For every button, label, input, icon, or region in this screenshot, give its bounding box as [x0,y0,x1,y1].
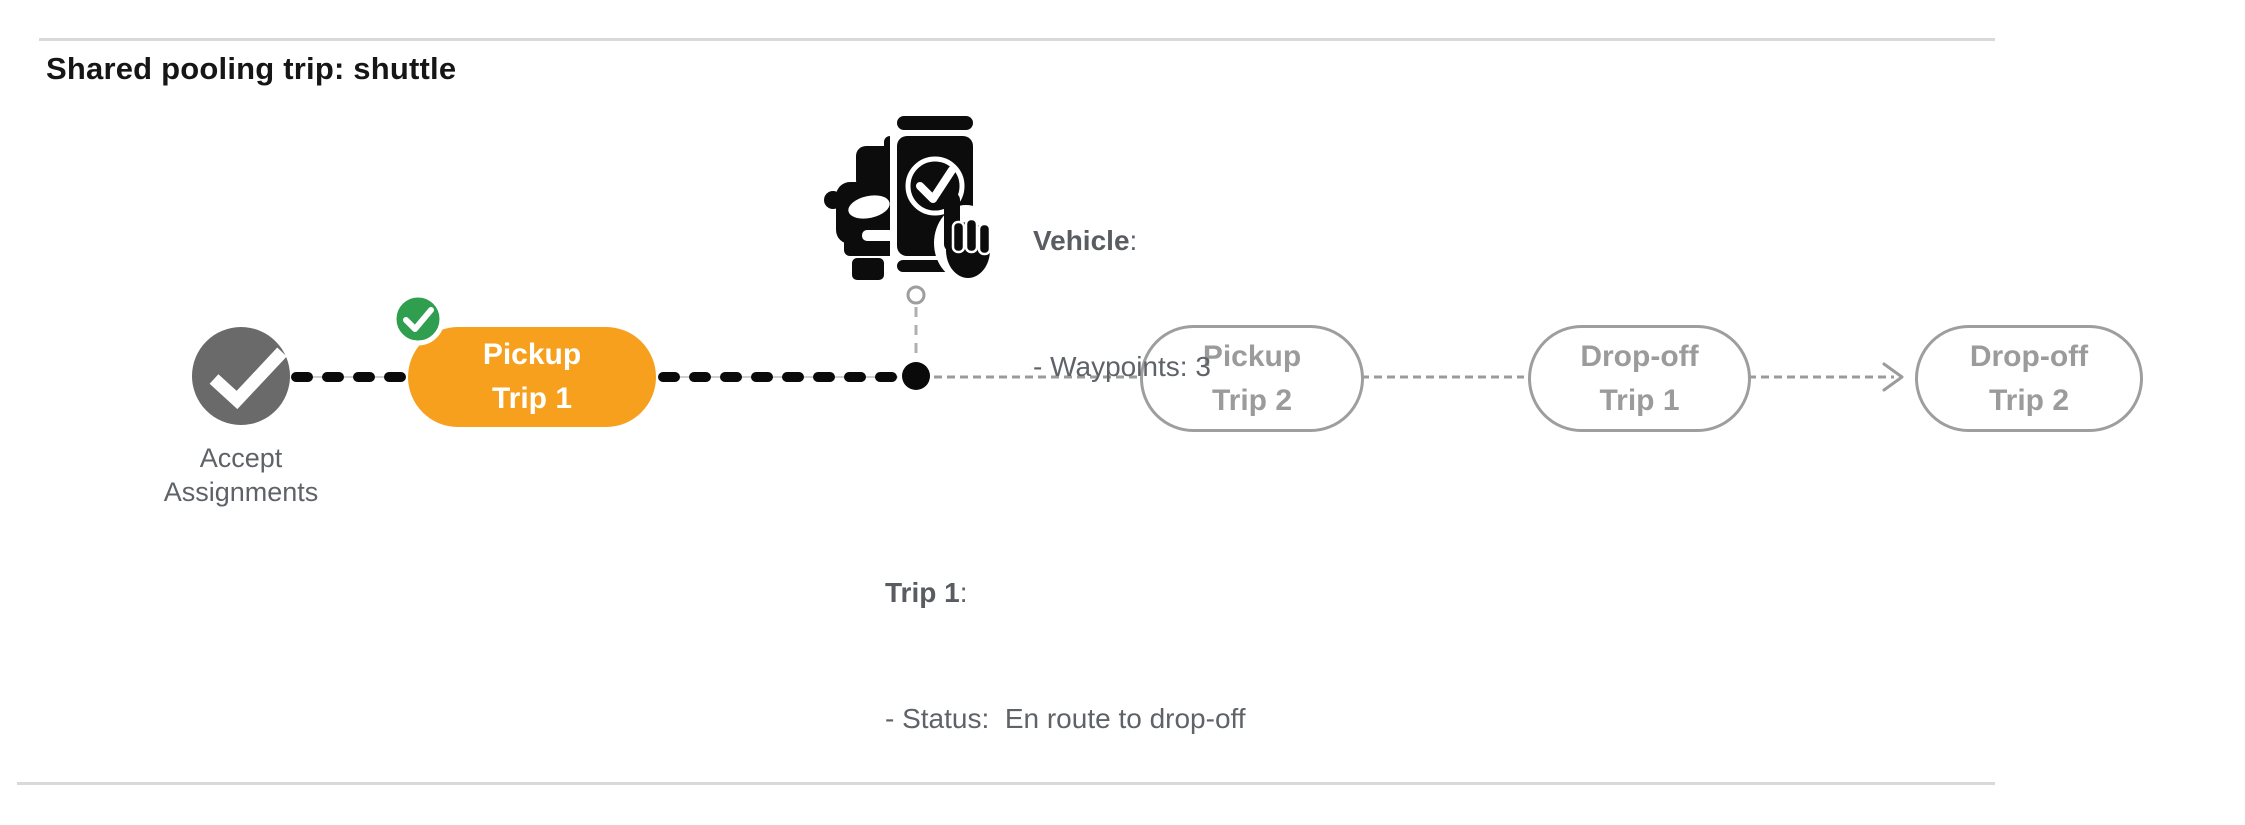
current-position-dot [902,362,930,390]
vehicle-marker [902,285,930,390]
page-title: Shared pooling trip: shuttle [46,51,457,86]
accept-label-line2: Assignments [163,477,319,507]
stop-label-line2: Trip 2 [1988,383,2070,417]
accept-node-label: Accept Assignments [101,441,381,509]
stop-label-line2: Trip 1 [1599,383,1680,417]
stop-dropoff-trip-1: Drop-off Trip 1 [1528,325,1751,432]
stop-pickup-trip-2: Pickup Trip 2 [1140,325,1364,432]
trip-info: Trip 1: - Status: En route to drop-off -… [885,488,1246,825]
vehicle-waypoints-line: - Waypoints: 3 [1033,351,1211,382]
stop-label-line2: Trip 2 [1211,383,1293,417]
phone-check-icon [916,166,956,203]
completed-badge-icon [391,292,445,346]
stop-dropoff-trip-2: Drop-off Trip 2 [1915,325,2143,432]
hand-icon [934,192,998,281]
phone-check-circle-icon [905,156,965,216]
arrow-icon [1882,362,1904,392]
trip1-heading: Trip 1: [885,577,968,608]
vehicle-anchor-circle [906,285,926,305]
stop-label-line2: Trip 1 [491,382,573,415]
bottom-divider [17,782,1995,785]
accept-label-line1: Accept [199,443,283,473]
vehicle-info: Vehicle: - Waypoints: 3 [1033,136,1211,472]
accept-node [192,327,290,425]
stop-label-line1: Pickup [1202,339,1302,373]
vehicle-icon [824,110,998,281]
stop-pickup-trip-1: Pickup Trip 1 [408,327,656,427]
stop-label-line1: Drop-off [1969,339,2089,373]
stop-label-line1: Drop-off [1580,339,1699,373]
check-icon [209,347,287,410]
top-divider [39,38,1995,41]
future-path [934,362,1904,392]
vehicle-info-heading: Vehicle: [1033,225,1138,256]
trip1-status-line: - Status: En route to drop-off [885,703,1246,734]
stop-label-line1: Pickup [482,338,582,371]
